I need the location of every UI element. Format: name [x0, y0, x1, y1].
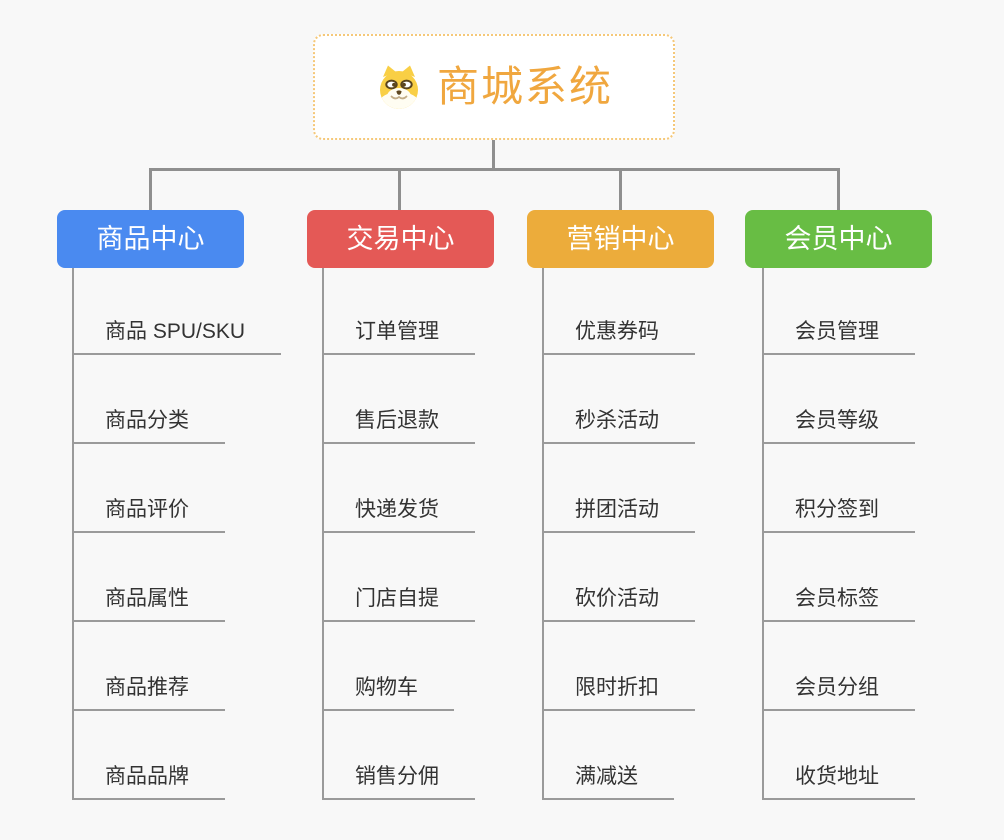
- topic-item[interactable]: 售后退款: [323, 408, 475, 444]
- topic-item[interactable]: 砍价活动: [543, 586, 695, 622]
- connector-drop-product: [149, 168, 152, 210]
- topic-item[interactable]: 积分签到: [763, 497, 915, 533]
- trunk-marketing: [542, 268, 544, 800]
- topic-item[interactable]: 会员管理: [763, 319, 915, 355]
- connector-root-stem: [492, 139, 495, 171]
- topic-item[interactable]: 门店自提: [323, 586, 475, 622]
- trunk-trade: [322, 268, 324, 800]
- topic-item[interactable]: 会员标签: [763, 586, 915, 622]
- root-node[interactable]: 商城系统: [313, 34, 675, 140]
- topic-item[interactable]: 商品属性: [73, 586, 225, 622]
- trunk-member: [762, 268, 764, 800]
- topic-item[interactable]: 订单管理: [323, 319, 475, 355]
- topic-item[interactable]: 商品 SPU/SKU: [73, 319, 282, 355]
- topic-item[interactable]: 会员分组: [763, 675, 915, 711]
- trunk-product: [72, 268, 74, 800]
- topic-item[interactable]: 商品推荐: [73, 675, 225, 711]
- topic-item[interactable]: 销售分佣: [323, 764, 475, 800]
- topic-item[interactable]: 收货地址: [763, 764, 915, 800]
- connector-drop-marketing: [619, 168, 622, 210]
- topic-item[interactable]: 限时折扣: [543, 675, 695, 711]
- branch-node-member-center[interactable]: 会员中心: [745, 210, 932, 268]
- topic-item[interactable]: 满减送: [543, 764, 674, 800]
- connector-drop-member: [837, 168, 840, 210]
- topic-item[interactable]: 优惠券码: [543, 319, 695, 355]
- branch-node-product-center[interactable]: 商品中心: [57, 210, 244, 268]
- dog-face-icon: [375, 63, 423, 111]
- branch-node-trade-center[interactable]: 交易中心: [307, 210, 494, 268]
- branch-node-marketing-center[interactable]: 营销中心: [527, 210, 714, 268]
- topic-item[interactable]: 商品品牌: [73, 764, 225, 800]
- topic-item[interactable]: 商品评价: [73, 497, 225, 533]
- topic-item[interactable]: 会员等级: [763, 408, 915, 444]
- root-title: 商城系统: [436, 63, 613, 110]
- topic-item[interactable]: 秒杀活动: [543, 408, 695, 444]
- connector-drop-trade: [398, 168, 401, 210]
- topic-item[interactable]: 商品分类: [73, 408, 225, 444]
- topic-item[interactable]: 快递发货: [323, 497, 475, 533]
- connector-bus: [149, 168, 840, 171]
- topic-item[interactable]: 购物车: [323, 675, 454, 711]
- topic-item[interactable]: 拼团活动: [543, 497, 695, 533]
